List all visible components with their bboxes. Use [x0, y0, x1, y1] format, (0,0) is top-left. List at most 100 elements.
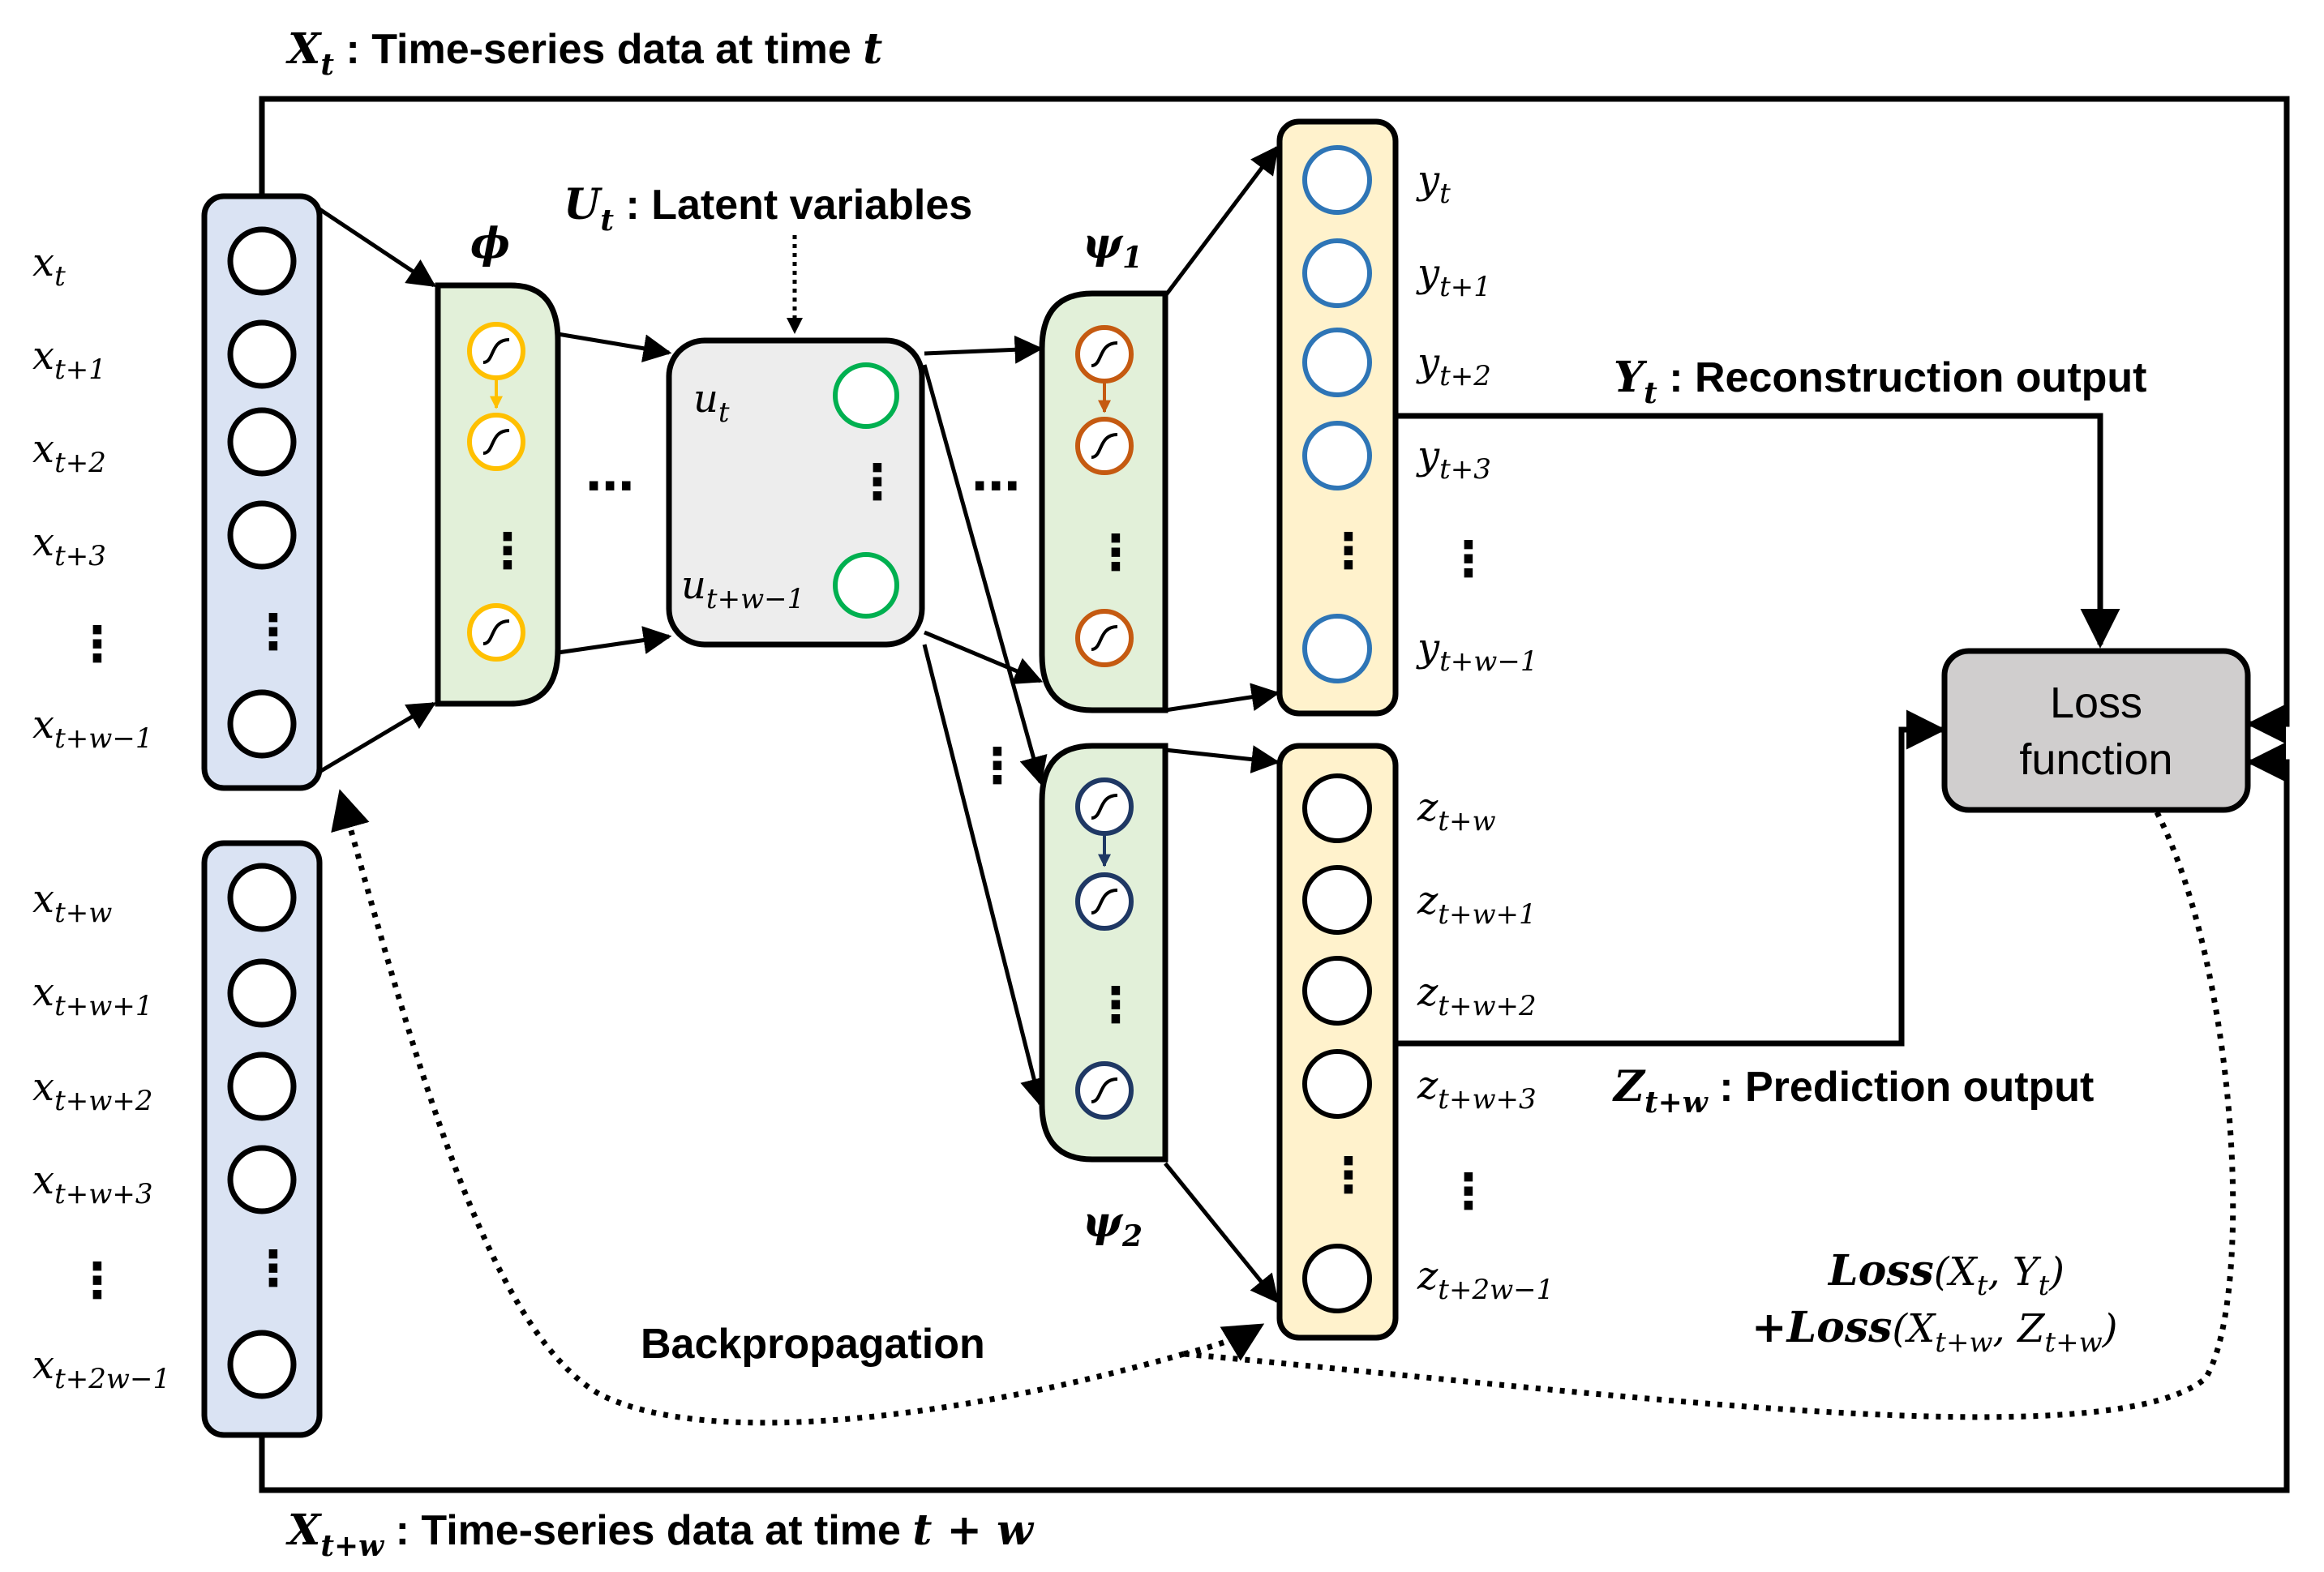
arrow-psi1-to-y-top — [1164, 145, 1280, 298]
loss-line-1: Loss — [2050, 679, 2142, 727]
x-future-label-2: xt+w+2 — [32, 1064, 152, 1117]
x-input-labels: xt xt+1 xt+2 xt+3 ⋮ xt+w−1 — [32, 240, 152, 755]
pred-node — [1302, 865, 1372, 935]
future-input-node — [227, 958, 297, 1028]
sigmoid-icon — [1091, 889, 1118, 915]
arrow-phi-to-latent-top — [557, 332, 672, 363]
future-input-ellipsis: ⋮ — [249, 1240, 298, 1297]
arrow-latent-to-psi2-bottom — [922, 644, 1048, 1107]
recon-node — [1302, 614, 1372, 683]
latent-first-label: ut — [693, 376, 730, 429]
recon-to-loss-line — [1396, 413, 2120, 649]
x-future-label-3: xt+w+3 — [32, 1158, 152, 1210]
latent-psi2-ellipsis: ⋮ — [973, 738, 1022, 795]
sigmoid-icon — [482, 338, 510, 364]
reconstruction-panel: ⋮ — [1276, 118, 1399, 717]
reconstruction-title: Yt : Reconstruction output — [1614, 353, 2146, 410]
arrow-input-to-phi-bottom — [318, 701, 437, 774]
pred-node — [1302, 1049, 1372, 1119]
latent-box: ut ⋮ ut+w−1 — [666, 337, 925, 648]
arrow-latent-to-psi1-top — [924, 335, 1044, 364]
input-ellipsis: ⋮ — [249, 604, 298, 661]
input-node — [227, 319, 297, 389]
recon-node — [1302, 145, 1372, 215]
decoder1-node — [1075, 417, 1134, 475]
z-label-0: zt+w — [1417, 785, 1496, 837]
loss-formula-2: +Loss(Xt+w, Zt+w) — [1752, 1303, 2117, 1359]
decoder2-ellipsis: ⋮ — [1091, 977, 1140, 1034]
y-label-4: yt+w−1 — [1416, 625, 1538, 678]
input-node — [227, 500, 297, 570]
sigmoid-icon — [1091, 433, 1118, 459]
y-label-1: yt+1 — [1416, 251, 1491, 303]
backprop-label: Backpropagation — [641, 1321, 985, 1368]
pred-title-symbol: Z — [1612, 1062, 1646, 1112]
x-label-4: xt+w−1 — [32, 702, 152, 755]
xt-title-symbol: X — [285, 24, 323, 74]
latent-title-text: : Latent variables — [614, 182, 972, 229]
recon-node — [1302, 328, 1372, 397]
encoder-node — [467, 322, 525, 380]
sigmoid-icon — [1091, 625, 1118, 651]
arrow-latent-to-psi2-top — [922, 364, 1048, 786]
sigmoid-icon — [1091, 341, 1118, 367]
x-future-label-1: xt+w+1 — [32, 970, 152, 1022]
decoder1-node — [1075, 609, 1134, 667]
sigmoid-icon — [482, 619, 510, 645]
psi1-label: ψ1 — [1083, 219, 1143, 275]
x-future-label-4: xt+2w−1 — [32, 1343, 170, 1395]
prediction-title: Zt+w : Prediction output — [1612, 1062, 2094, 1120]
recon-title-symbol: Y — [1614, 353, 1648, 402]
loss-function-box: Loss function — [1941, 648, 2251, 813]
y-label-ellipsis: ⋮ — [1444, 531, 1493, 588]
arrow-psi2-to-z-bottom — [1164, 1162, 1280, 1304]
z-output-labels: zt+w zt+w+1 zt+w+2 zt+w+3 ⋮ zt+2w−1 — [1417, 785, 1554, 1306]
xtw-feedback-line — [259, 742, 2290, 1493]
phi-latent-ellipsis: ⋯ — [585, 458, 634, 515]
arrow-latent-to-psi1-bottom — [924, 630, 1044, 684]
y-label-0: yt — [1416, 157, 1451, 210]
decoder1-node — [1075, 325, 1134, 383]
x-future-labels: xt+w xt+w+1 xt+w+2 xt+w+3 ⋮ xt+2w−1 — [32, 876, 170, 1395]
latent-ellipsis: ⋮ — [853, 454, 902, 511]
future-input-node — [227, 1330, 297, 1399]
sigmoid-icon — [1091, 794, 1118, 820]
latent-title-subscript: t — [600, 203, 614, 238]
xtw-title-symbol: X — [285, 1506, 323, 1555]
xt-title-text: : Time-series data at time — [334, 26, 863, 73]
encoder-ellipsis: ⋮ — [483, 523, 532, 580]
xtw-title-time: t + w — [912, 1506, 1035, 1555]
y-label-2: yt+2 — [1416, 340, 1491, 392]
input-node — [227, 407, 297, 477]
z-label-3: zt+w+3 — [1417, 1063, 1537, 1116]
x-label-0: xt — [32, 240, 66, 293]
phi-label: ϕ — [470, 219, 510, 268]
recon-title-subscript: t — [1644, 376, 1657, 410]
pred-to-loss-line — [1396, 709, 1946, 1047]
x-future-label-0: xt+w — [32, 876, 112, 929]
psi2-label: ψ2 — [1083, 1197, 1143, 1253]
decoder1-ellipsis: ⋮ — [1091, 525, 1140, 581]
recon-node — [1302, 421, 1372, 490]
decoder2-node — [1075, 872, 1134, 931]
latent-psi1-ellipsis: ⋯ — [971, 458, 1020, 515]
loss-line-2: function — [2019, 735, 2172, 784]
sigmoid-icon — [482, 429, 510, 455]
xtw-title-text: : Time-series data at time — [384, 1507, 912, 1554]
decoder2-node — [1075, 1061, 1134, 1120]
future-input-node — [227, 1052, 297, 1121]
input-panel-xtw: ⋮ — [201, 840, 323, 1438]
y-output-labels: yt yt+1 yt+2 yt+3 ⋮ yt+w−1 — [1416, 157, 1538, 678]
backprop-curve-from-loss — [1183, 811, 2236, 1420]
loss-formula-1: Loss(Xt, Yt) — [1827, 1246, 2065, 1302]
z-label-ellipsis: ⋮ — [1444, 1163, 1493, 1220]
x-label-1: xt+1 — [32, 333, 106, 386]
arrow-psi2-to-z-top — [1164, 745, 1280, 773]
input-panel-xt: ⋮ — [201, 193, 323, 791]
recon-title-text: : Reconstruction output — [1657, 354, 2147, 401]
encoder-node — [467, 413, 525, 471]
latent-title: Ut : Latent variables — [564, 180, 972, 238]
x-label-ellipsis: ⋮ — [73, 616, 122, 673]
